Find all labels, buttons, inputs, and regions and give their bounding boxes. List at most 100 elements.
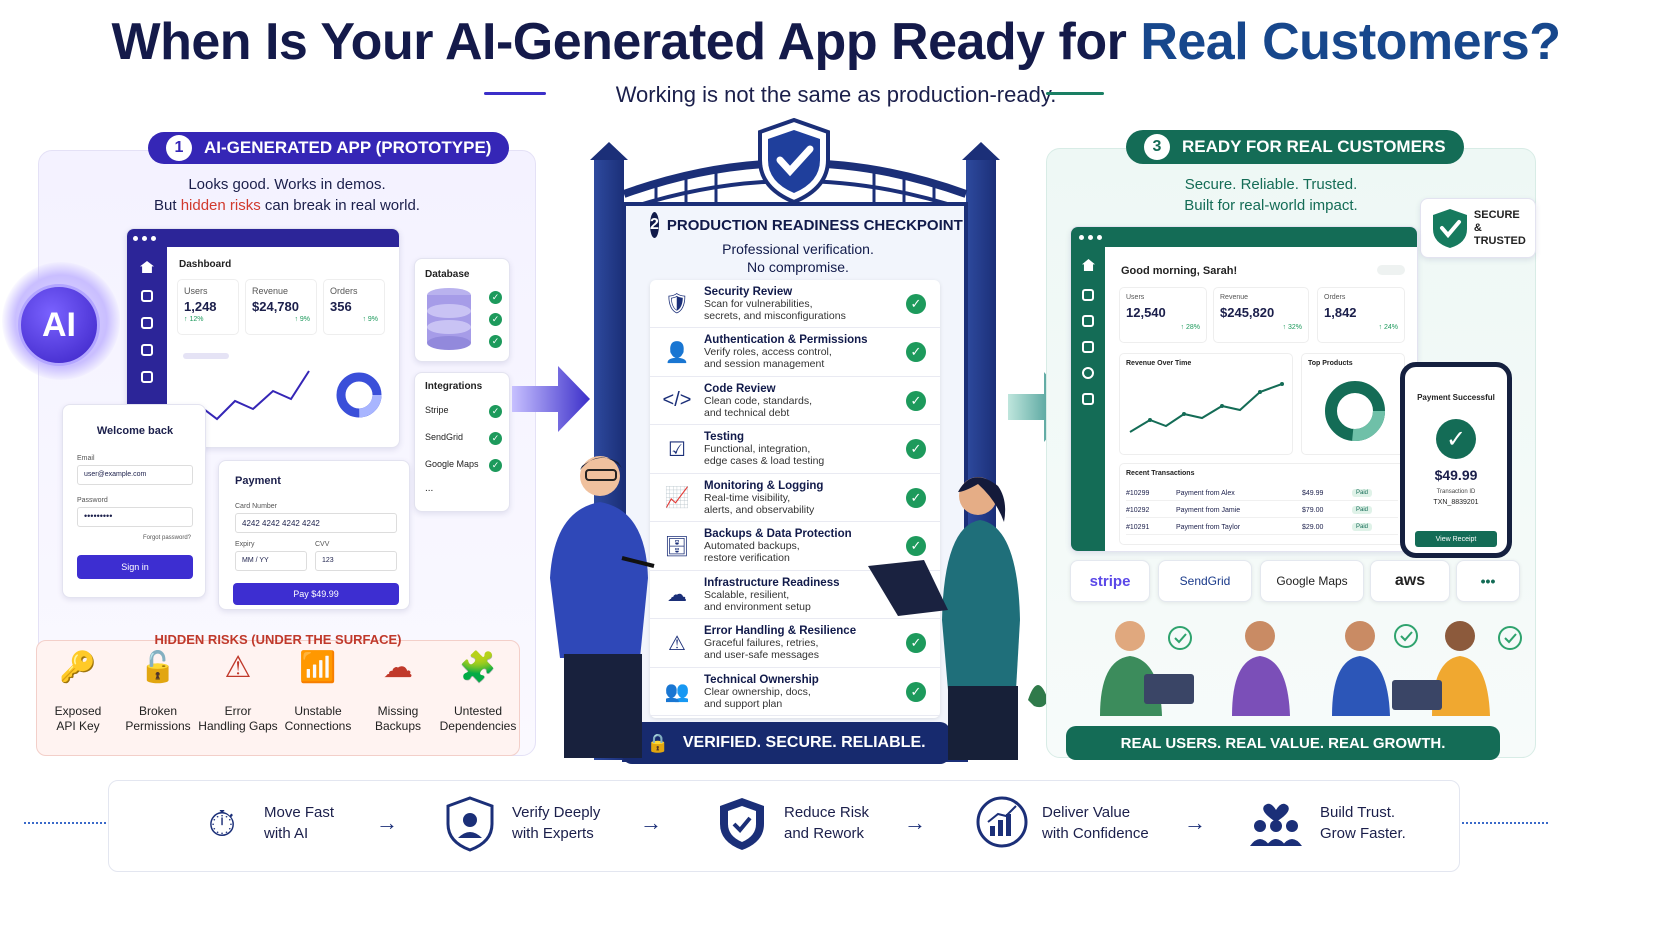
email-field[interactable]: user@example.com — [77, 465, 193, 485]
monitor-icon: 📈 — [664, 487, 690, 509]
subtitle-line-right — [1046, 92, 1104, 95]
checklist-desc: Real-time visibility, — [704, 491, 791, 504]
sign-in-button[interactable]: Sign in — [77, 555, 193, 579]
ai-label: AI — [42, 305, 76, 344]
key-warning-icon: 🔑 — [59, 651, 97, 684]
stat-value: $245,820 — [1220, 305, 1275, 320]
home-icon[interactable] — [1082, 259, 1095, 271]
integrations-title: Integrations — [425, 381, 483, 392]
footer-dotted-line-left — [24, 822, 110, 824]
dashboard-toggle[interactable] — [1377, 265, 1405, 275]
integration-item: Google Maps — [425, 459, 479, 469]
tx-status-badge: Paid — [1352, 506, 1373, 514]
timer-bolt-icon: ⏱ — [207, 802, 237, 844]
footer-step-line1: Deliver Value — [1042, 804, 1131, 821]
stat-delta: ↑ 9% — [294, 316, 310, 323]
checklist-desc: edge cases & load testing — [704, 455, 825, 467]
orders-icon[interactable] — [1082, 315, 1094, 327]
users-icon[interactable] — [141, 290, 153, 302]
transaction-id-value: TXN_8839201 — [1433, 499, 1479, 506]
stat-label: Users — [184, 286, 208, 296]
footer-step: Build Trust.Grow Faster. — [1320, 802, 1406, 844]
payment-amount: $49.99 — [1434, 467, 1478, 483]
cvv-field[interactable]: 123 — [315, 551, 397, 571]
risk-label: Unstable — [294, 704, 342, 718]
payment-success-title: Payment Successful — [1417, 393, 1495, 402]
check-icon: ✓ — [906, 390, 926, 411]
integration-item: SendGrid — [425, 432, 464, 442]
check-icon: ✓ — [906, 536, 926, 556]
pay-button[interactable]: Pay $49.99 — [233, 583, 399, 605]
tx-desc: Payment from Alex — [1176, 489, 1235, 497]
reports-icon[interactable] — [141, 371, 153, 383]
tx-amount: $79.00 — [1302, 506, 1324, 514]
checklist-desc: alerts, and observability — [704, 503, 815, 516]
user-lock-icon: 👤 — [664, 341, 690, 364]
checklist-desc: restore verification — [704, 552, 790, 564]
footer-step-line1: Verify Deeply — [512, 804, 601, 821]
footer-step-line2: and Rework — [784, 825, 865, 842]
footer-step-line1: Build Trust. — [1320, 804, 1396, 821]
check-icon: ✓ — [489, 459, 502, 472]
risk-label: Broken — [138, 704, 178, 718]
dashboard-sidebar — [1071, 247, 1105, 551]
check-icon: ✓ — [489, 313, 502, 326]
home-icon[interactable] — [140, 261, 154, 273]
risk-label: Backups — [374, 719, 422, 733]
tx-id: #10291 — [1126, 523, 1150, 531]
transaction-id-label: Transaction ID — [1436, 489, 1476, 495]
badge-line2: & TRUSTED — [1473, 221, 1526, 247]
tx-amount: $49.99 — [1302, 489, 1324, 497]
warning-icon: ⚠ — [224, 651, 252, 684]
stat-delta: ↑ 12% — [184, 316, 204, 323]
settings-icon[interactable] — [1082, 367, 1094, 379]
checklist-desc: and user-safe messages — [704, 649, 819, 661]
card-number-field[interactable]: 4242 4242 4242 4242 — [235, 513, 397, 533]
wifi-error-icon: 📶 — [299, 651, 337, 684]
analytics-icon[interactable] — [1082, 341, 1094, 353]
shield-check-icon — [720, 798, 764, 850]
transactions-title: Recent Transactions — [1126, 470, 1195, 477]
users-icon[interactable] — [1082, 289, 1094, 301]
stat-card: Users 12,540 ↑ 28% — [1119, 287, 1207, 343]
aws-logo: aws — [1370, 560, 1450, 602]
checklist-title: Authentication & Permissions — [704, 334, 868, 346]
ai-orb: AI — [18, 284, 100, 366]
checklist-desc: Scan for vulnerabilities, — [704, 297, 813, 310]
settings-icon[interactable] — [141, 344, 153, 356]
tx-amount: $29.00 — [1302, 523, 1324, 531]
developer-woman-illustration — [868, 477, 1048, 760]
top-products-title: Top Products — [1308, 360, 1353, 367]
risk-label: Handling Gaps — [198, 719, 278, 733]
expiry-field[interactable]: MM / YY — [235, 551, 307, 571]
verified-banner: 🔒VERIFIED. SECURE. RELIABLE. — [622, 722, 950, 764]
password-field[interactable]: ••••••••• — [77, 507, 193, 527]
view-receipt-button[interactable]: View Receipt — [1415, 531, 1497, 547]
orders-icon[interactable] — [141, 317, 153, 329]
forgot-password-link[interactable]: Forgot password? — [142, 535, 191, 541]
check-icon: ✓ — [906, 293, 926, 314]
cloud-error-icon: ☁ — [383, 651, 413, 684]
caption-line2: But hidden risks can break in real world… — [38, 195, 536, 216]
sendgrid-logo: SendGrid — [1158, 560, 1252, 602]
support-icon[interactable] — [1082, 393, 1094, 405]
card-number-label: Card Number — [235, 503, 278, 510]
caption-line1: Looks good. Works in demos. — [188, 176, 386, 193]
